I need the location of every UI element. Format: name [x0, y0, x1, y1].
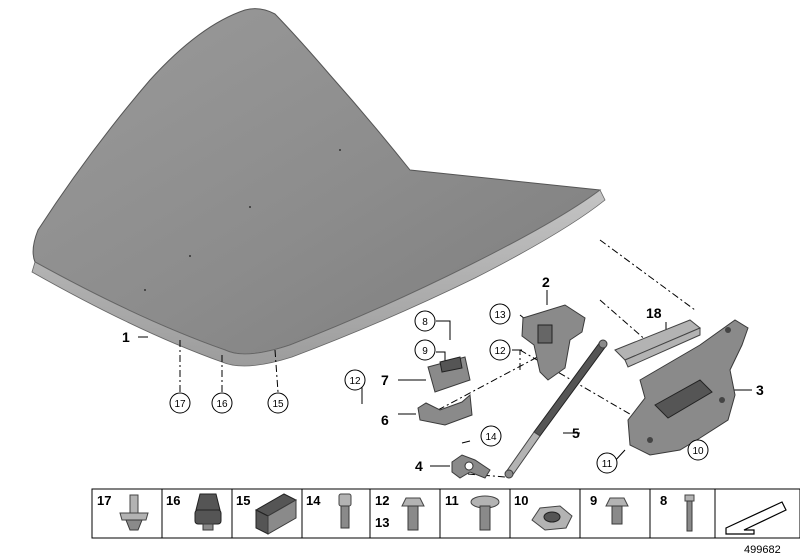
- svg-text:13: 13: [494, 310, 506, 321]
- callout-10: 10: [687, 439, 709, 461]
- long-bolt-icon: [684, 494, 695, 532]
- collar-bolt-icon: [605, 497, 629, 525]
- callout-16: 16: [211, 392, 233, 414]
- callout-2: 2: [542, 274, 550, 290]
- svg-text:11: 11: [602, 459, 613, 470]
- svg-text:9: 9: [422, 346, 428, 357]
- part-13-number: 13: [375, 515, 389, 530]
- rubber-buffer-icon: [194, 493, 222, 531]
- svg-text:16: 16: [216, 399, 228, 410]
- svg-text:12: 12: [494, 346, 506, 357]
- svg-text:15: 15: [272, 399, 284, 410]
- push-rivet-icon: [119, 494, 149, 531]
- part-8-number: 8: [660, 493, 667, 508]
- parts-strip: 17 16 15 14 12 13 11: [91, 488, 800, 539]
- callout-1: 1: [122, 329, 130, 345]
- flange-screw-icon: [470, 495, 500, 531]
- part-9-number: 9: [590, 493, 597, 508]
- document-number: 499682: [744, 544, 781, 556]
- callout-13: 13: [489, 303, 511, 325]
- part-10-number: 10: [514, 493, 528, 508]
- callout-12-left: 12: [344, 369, 366, 391]
- direction-arrow-icon: [725, 501, 787, 535]
- part-16-number: 16: [166, 493, 180, 508]
- callout-15: 15: [267, 392, 289, 414]
- part-14-number: 14: [306, 493, 321, 508]
- callout-4: 4: [415, 458, 423, 474]
- callout-11: 11: [596, 452, 618, 474]
- hood-panel: [31, 8, 606, 367]
- callout-7: 7: [381, 372, 389, 388]
- callout-6: 6: [381, 412, 389, 428]
- callout-12-right: 12: [489, 339, 511, 361]
- callout-8: 8: [414, 310, 436, 332]
- hex-bolt-icon: [401, 497, 425, 531]
- callout-18: 18: [646, 305, 662, 321]
- hex-nut-icon: [531, 505, 573, 531]
- callout-3: 3: [756, 382, 764, 398]
- callout-5: 5: [572, 425, 580, 441]
- hood-latch: [427, 356, 471, 393]
- svg-text:17: 17: [174, 399, 186, 410]
- part-11-number: 11: [445, 493, 459, 508]
- callout-14: 14: [480, 425, 502, 447]
- gas-strut: [504, 339, 608, 479]
- part-12-number: 12: [375, 493, 389, 508]
- strut-clamp: [451, 454, 491, 479]
- callout-9: 9: [414, 339, 436, 361]
- svg-text:10: 10: [692, 446, 704, 457]
- latch-bracket: [417, 393, 473, 426]
- socket-screw-icon: [338, 493, 352, 529]
- bracket-plate: [614, 319, 701, 368]
- hinge-bracket: [521, 304, 586, 381]
- svg-text:8: 8: [422, 317, 428, 328]
- part-15-number: 15: [236, 493, 250, 508]
- part-17-number: 17: [97, 493, 111, 508]
- svg-text:14: 14: [485, 432, 497, 443]
- svg-text:12: 12: [349, 376, 361, 387]
- callout-17: 17: [169, 392, 191, 414]
- hood-hinge: [627, 319, 749, 456]
- seal-profile-icon: [254, 493, 298, 535]
